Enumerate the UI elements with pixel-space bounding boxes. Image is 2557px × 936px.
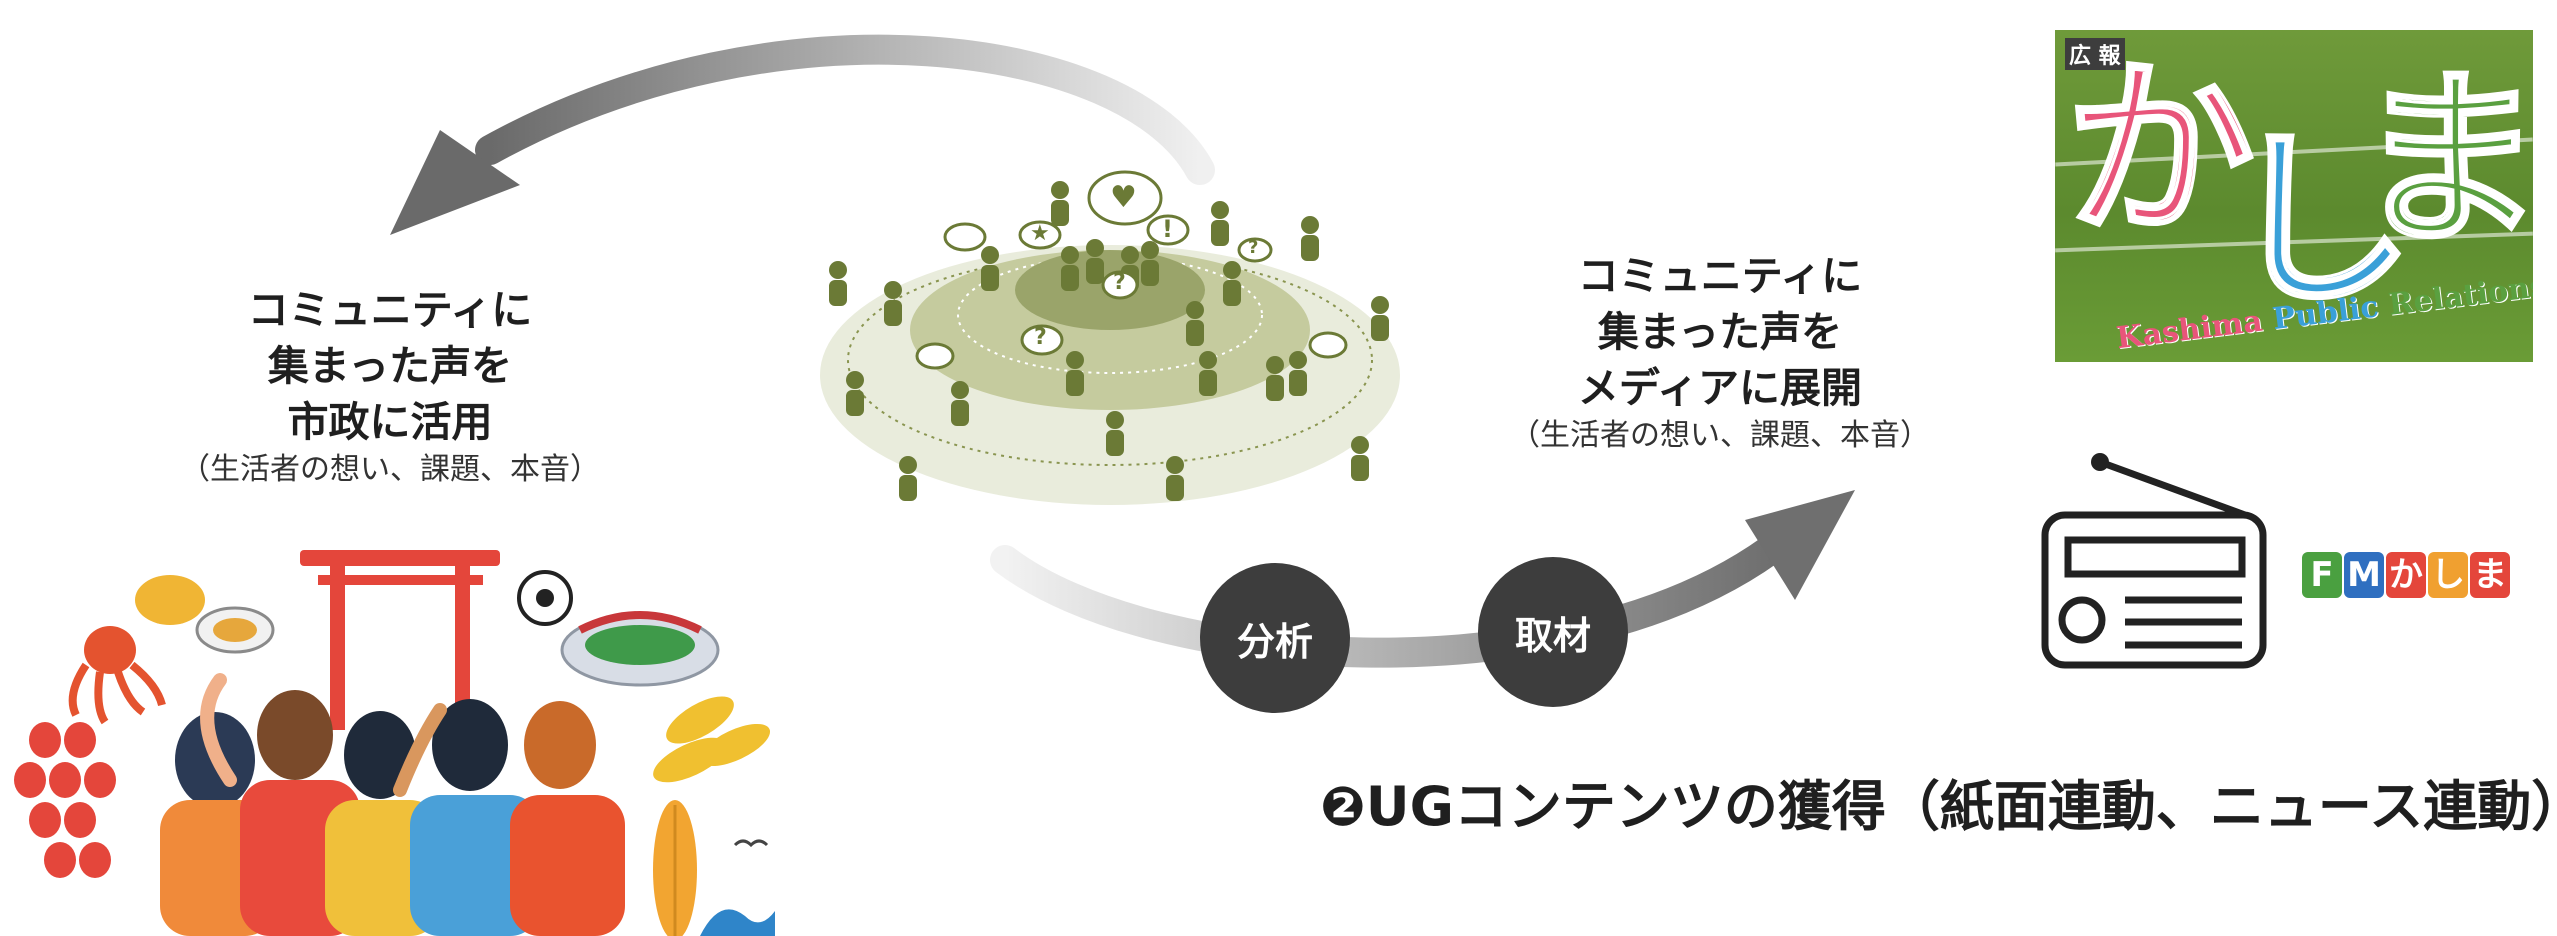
people-icons — [829, 181, 1389, 501]
step-interview: 取材 — [1478, 557, 1628, 707]
left-heading-line-3: 市政に活用 — [287, 398, 493, 446]
pr-title-char-ma: ま — [2353, 48, 2533, 271]
right-heading-line-2: 集まった声を — [1597, 308, 1843, 356]
star-bubble-symbol: ★ — [1030, 221, 1050, 246]
question-bubble-symbol-3: ? — [1248, 237, 1259, 258]
community-diagram — [820, 170, 1400, 505]
fm-logo-char-ka: か — [2386, 552, 2426, 598]
bottom-arc-arrow — [990, 535, 1785, 668]
fm-logo-char-m: M — [2344, 552, 2384, 598]
people-group — [160, 673, 625, 936]
pr-title-char-shi: し — [2223, 108, 2416, 331]
question-bubble-symbol-1: ? — [1113, 270, 1126, 295]
left-text-block: コミュニティに 集まった声を 市政に活用 （生活者の想い、課題、本音） — [140, 282, 640, 490]
fm-kashima-logo: F M か し ま — [2302, 552, 2510, 598]
exclaim-bubble-symbol: ! — [1162, 215, 1173, 243]
ug-content-title: ❷UGコンテンツの獲得（紙面連動、ニュース連動） — [1320, 775, 2557, 838]
right-heading-line-1: コミュニティに — [1577, 252, 1863, 300]
pr-badge: 広 報 — [2065, 38, 2125, 70]
top-arrowhead — [390, 130, 520, 235]
bottom-arrowhead — [1745, 490, 1855, 600]
pr-title-char-ka: か — [2063, 38, 2256, 261]
fm-logo-char-ma: ま — [2470, 552, 2510, 598]
local-community-illustration — [14, 550, 775, 936]
left-heading-line-2: 集まった声を — [267, 342, 513, 390]
left-heading-line-1: コミュニティに — [247, 286, 533, 334]
top-arc-arrow — [475, 34, 1215, 185]
coins — [653, 696, 771, 783]
right-text-block: コミュニティに 集まった声を メディアに展開 （生活者の想い、課題、本音） — [1470, 248, 1970, 456]
question-bubble-symbol-2: ? — [1034, 325, 1047, 350]
lanterns — [14, 722, 116, 878]
heart-bubble-symbol: ♥ — [1110, 180, 1137, 215]
pr-caption-kashima: Kashima — [2114, 303, 2265, 357]
left-subtext: （生活者の想い、課題、本音） — [180, 452, 600, 487]
fm-logo-char-shi: し — [2428, 552, 2468, 598]
octopus — [68, 626, 166, 725]
right-subtext: （生活者の想い、課題、本音） — [1510, 418, 1930, 453]
torii-gate — [300, 550, 500, 730]
radio-icon — [2041, 458, 2267, 669]
kashima-pr-magazine-cover: 広 報 か し ま Kashima Public Relations — [2055, 30, 2533, 362]
speech-bubbles — [915, 170, 1348, 370]
step-analysis: 分析 — [1200, 563, 1350, 713]
fm-logo-char-f: F — [2302, 552, 2342, 598]
right-heading-line-3: メディアに展開 — [1577, 364, 1863, 412]
